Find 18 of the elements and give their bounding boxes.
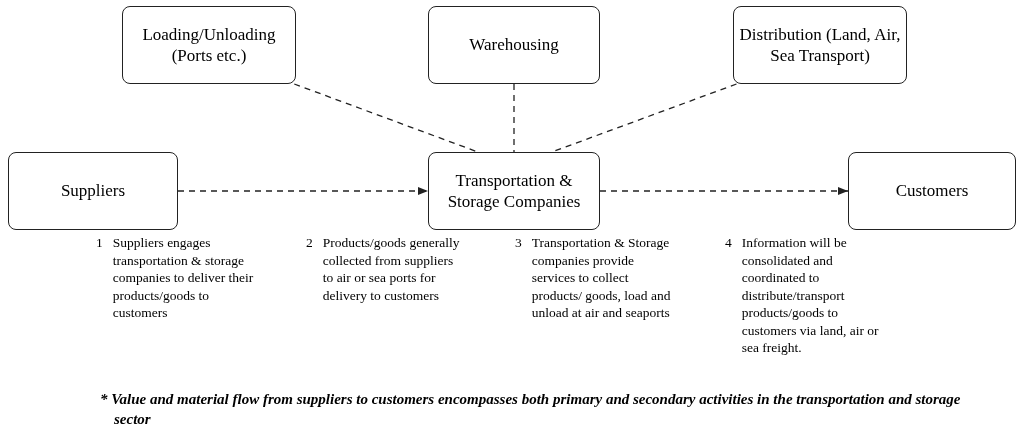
process-box: Loading/Unloading (Ports etc.): [122, 6, 296, 84]
dashed-arrow: [177, 187, 429, 195]
process-box: Suppliers: [8, 152, 178, 230]
dashed-connector: [513, 83, 515, 153]
footnote: * Value and material flow from suppliers to customers encompasses both primary and secondary activities in the transportation and storage sector: [100, 390, 962, 429]
process-box: Warehousing: [428, 6, 600, 84]
process-box: Customers: [848, 152, 1016, 230]
step-number: 3: [515, 234, 522, 252]
process-box: Distribution (Land, Air, Sea Transport): [733, 6, 907, 84]
step-description: Suppliers engages transportation & storage companies to deliver their products/goods to customers: [112, 234, 255, 322]
step-description: Products/goods generally collected from suppliers to air or sea ports for delivery to customers: [322, 234, 461, 305]
dashed-arrow: [599, 187, 849, 195]
step-number: 1: [96, 234, 103, 252]
step-number: 4: [725, 234, 732, 252]
step-number: 2: [306, 234, 313, 252]
process-box: Transportation & Storage Companies: [428, 152, 600, 230]
step-description: Information will be consolidated and coordinated to distribute/transport products/goods to customers via land, air or sea freight.: [741, 234, 880, 357]
step-description: Transportation & Storage companies provide services to collect products/ goods, load and unload at air and seaports: [531, 234, 672, 322]
